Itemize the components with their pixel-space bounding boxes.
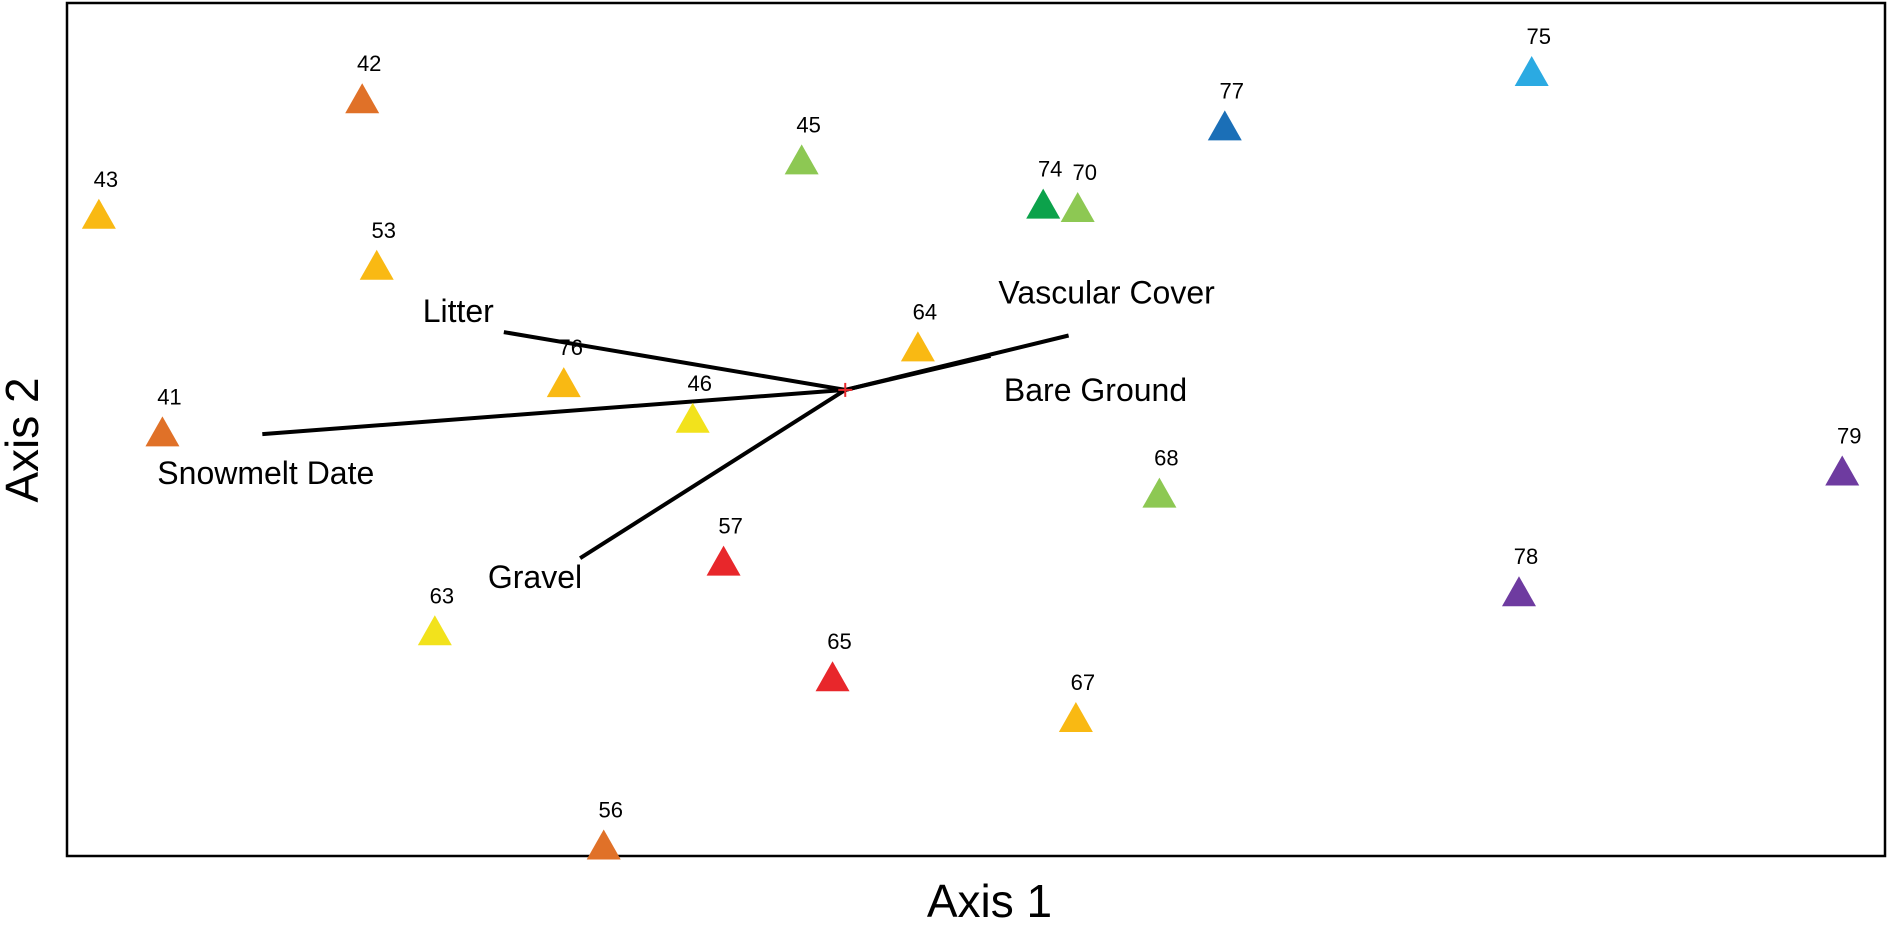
point-45	[784, 144, 819, 175]
point-label-46: 46	[687, 371, 711, 396]
point-46	[675, 402, 710, 433]
point-68	[1142, 477, 1177, 508]
point-label-77: 77	[1220, 78, 1244, 103]
vector-line-snowmelt-date	[262, 387, 846, 437]
point-78	[1501, 576, 1536, 607]
point-label-70: 70	[1072, 160, 1096, 185]
vector-label-vascular-cover: Vascular Cover	[998, 275, 1215, 311]
point-65	[815, 661, 850, 692]
point-label-76: 76	[559, 335, 583, 360]
point-56	[586, 829, 621, 860]
point-label-67: 67	[1071, 670, 1095, 695]
point-75	[1514, 56, 1549, 86]
point-label-79: 79	[1837, 424, 1861, 449]
point-label-75: 75	[1526, 24, 1550, 49]
vector-line-litter	[503, 330, 846, 392]
point-label-68: 68	[1154, 446, 1178, 471]
point-label-56: 56	[598, 798, 622, 823]
point-70	[1060, 192, 1095, 222]
x-axis-title: Axis 1	[926, 875, 1053, 927]
point-label-57: 57	[718, 514, 742, 539]
point-label-63: 63	[430, 583, 454, 608]
point-label-74: 74	[1038, 157, 1062, 182]
vector-label-gravel: Gravel	[488, 559, 582, 595]
point-label-53: 53	[371, 218, 395, 243]
vector-line-bare-ground	[844, 353, 991, 392]
point-67	[1058, 702, 1093, 732]
vector-line-gravel	[579, 388, 847, 560]
plot-frame	[65, 1, 1887, 858]
point-label-78: 78	[1514, 544, 1538, 569]
point-43	[81, 198, 116, 229]
point-79	[1825, 455, 1860, 486]
vector-label-snowmelt-date: Snowmelt Date	[157, 455, 374, 491]
point-76	[546, 367, 581, 398]
point-label-42: 42	[357, 51, 381, 76]
vector-label-bare-ground: Bare Ground	[1004, 372, 1187, 408]
point-74	[1026, 188, 1061, 219]
point-53	[359, 249, 394, 280]
environmental-vectors	[262, 330, 1070, 560]
point-label-64: 64	[913, 299, 937, 324]
point-77	[1207, 110, 1242, 141]
point-label-41: 41	[157, 384, 181, 409]
point-label-43: 43	[94, 167, 118, 192]
vector-label-litter: Litter	[423, 293, 494, 329]
y-axis-title: Axis 2	[0, 377, 48, 503]
point-64	[900, 331, 935, 362]
point-41	[145, 416, 180, 447]
point-42	[345, 83, 380, 114]
point-63	[417, 615, 452, 646]
point-label-45: 45	[796, 112, 820, 137]
point-57	[706, 545, 741, 576]
centroid-marker	[838, 382, 853, 397]
sample-points	[81, 56, 1860, 860]
point-label-65: 65	[827, 629, 851, 654]
